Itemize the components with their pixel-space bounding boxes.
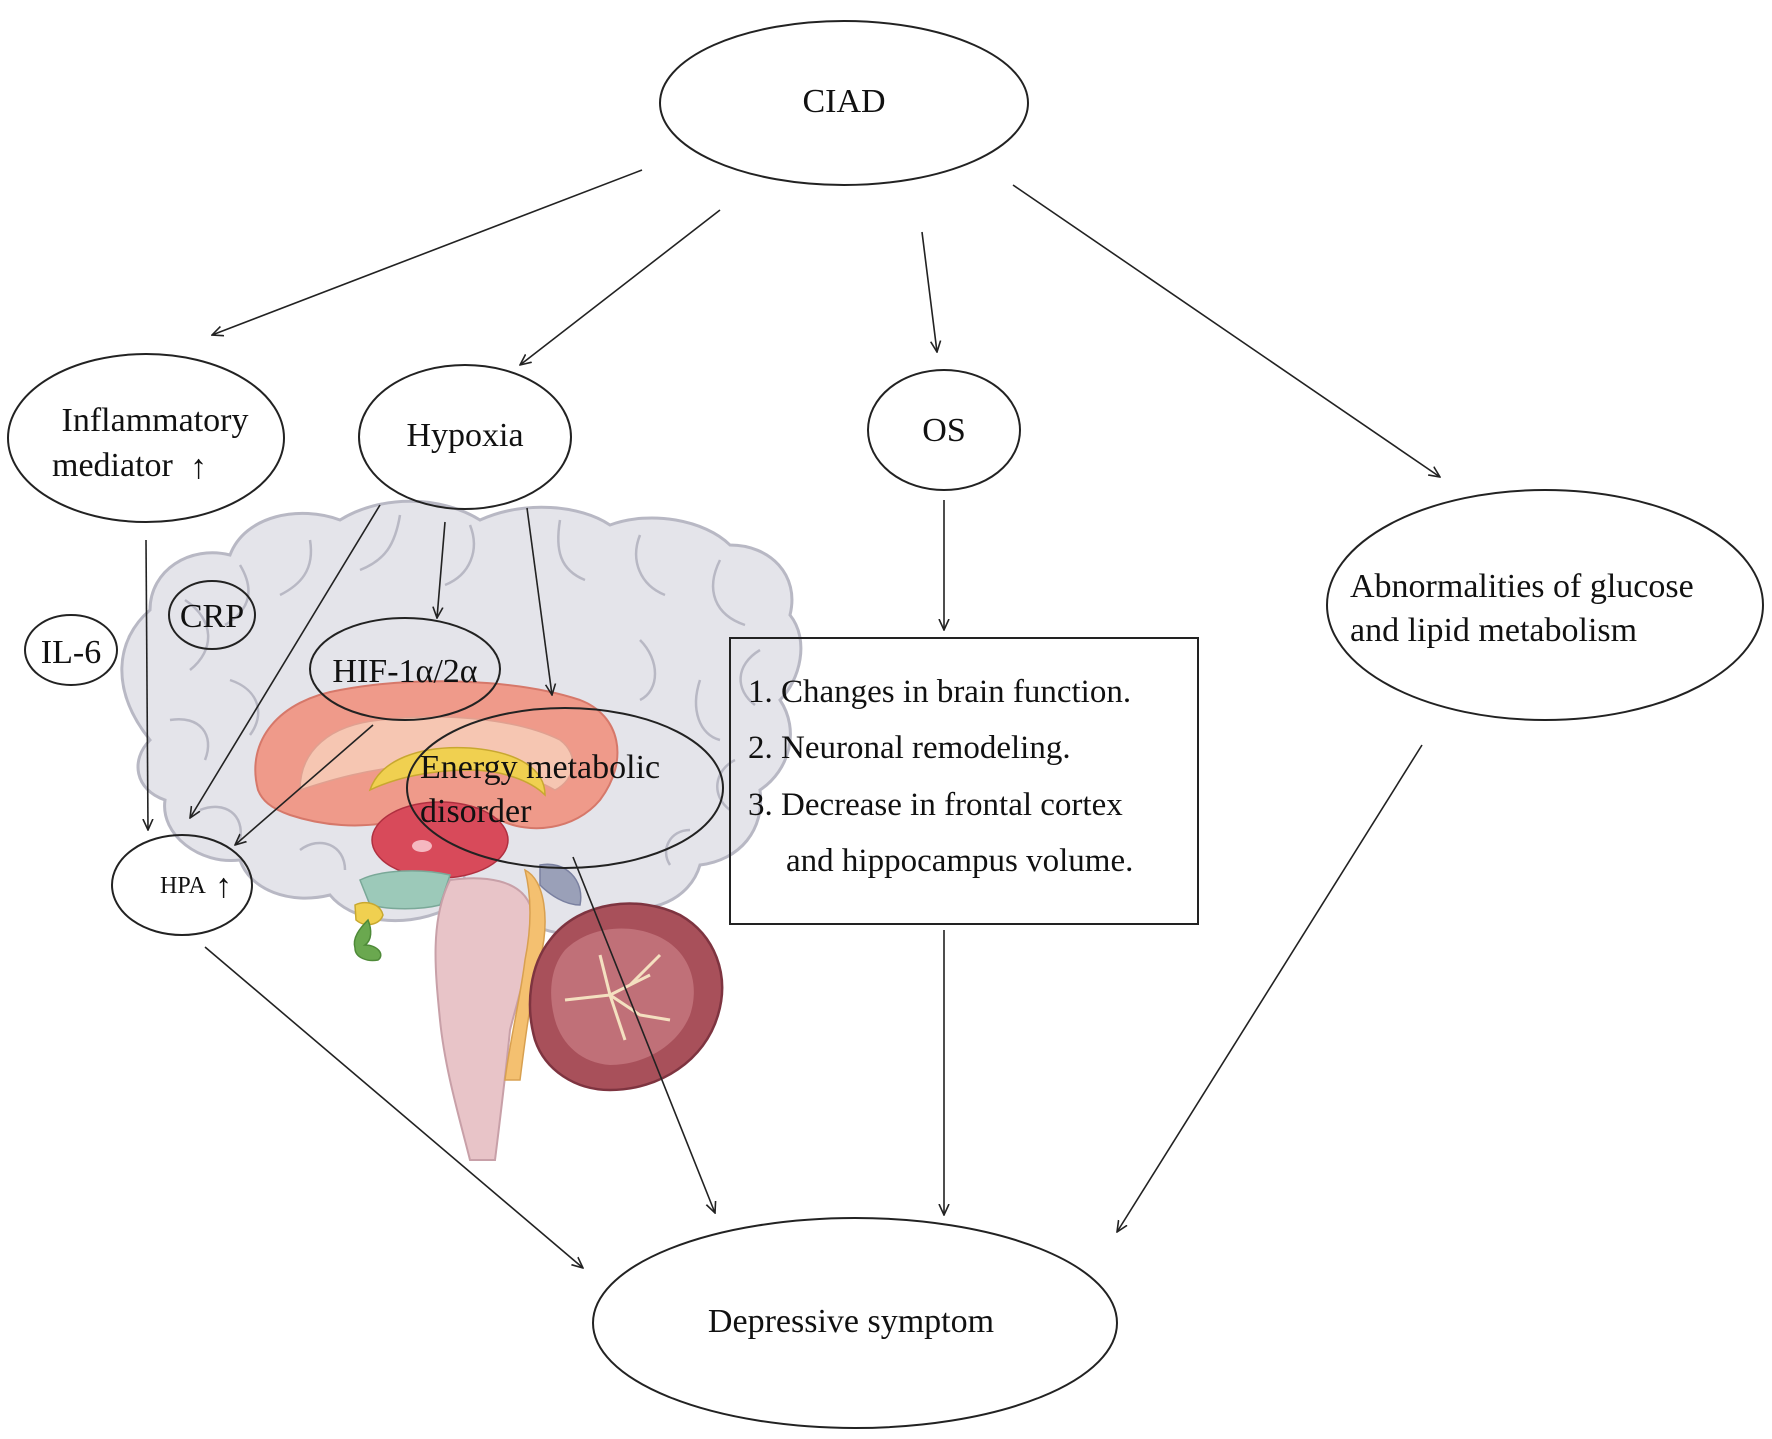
edge-ciad-abnormalities (1012, 184, 1440, 477)
label-inflammatory-line2: mediator (52, 447, 174, 484)
node-il6-ellipse (24, 614, 118, 686)
label-abnormalities-line2: and lipid metabolism (1350, 612, 1637, 649)
node-crp-ellipse (168, 580, 256, 650)
label-crp: CRP (180, 598, 244, 635)
edges (146, 169, 1440, 1268)
effects-box (729, 637, 1199, 925)
effects-item-1: 1. Changes in brain function. (748, 674, 1131, 710)
edge-hif-hpa (235, 724, 374, 845)
edge-ciad-os (921, 231, 937, 352)
pituitary-green (353, 918, 382, 962)
effects-item-3: 3. Decrease in frontal cortex (748, 787, 1123, 823)
hypothalamus (359, 870, 451, 910)
pituitary-yellow (354, 902, 384, 926)
label-hpa-arrow: ↑ (215, 868, 232, 905)
edge-ciad-hypoxia (520, 209, 721, 365)
edge-hypoxia-hif (437, 521, 446, 618)
node-energy-ellipse (406, 707, 724, 869)
node-abnormalities-ellipse (1326, 489, 1764, 721)
midbrain (539, 863, 582, 906)
edge-ciad-inflammatory (212, 169, 643, 335)
thalamus-highlight (412, 840, 432, 852)
label-depressive: Depressive symptom (708, 1303, 994, 1340)
node-hpa-ellipse (111, 834, 253, 936)
edge-hpa-depressive (204, 946, 583, 1268)
edge-hypoxia-energy (526, 507, 552, 695)
label-il6: IL-6 (41, 634, 101, 671)
fornix (368, 746, 546, 797)
label-abnormalities-line1: Abnormalities of glucose (1350, 568, 1694, 605)
arbor-vitae (564, 953, 671, 1041)
label-hpa: HPA (160, 873, 206, 899)
node-hif-ellipse (309, 617, 501, 721)
label-hif: HIF-1α/2α (332, 653, 477, 690)
cerebellum-inner (551, 928, 694, 1065)
label-energy-line2: disorder (420, 793, 532, 830)
label-ciad: CIAD (802, 83, 885, 120)
label-hypoxia: Hypoxia (406, 417, 523, 454)
edge-hypoxia-hpa (190, 504, 381, 818)
effects-item-4: and hippocampus volume. (786, 843, 1133, 879)
edge-abnormalities-depressive (1117, 744, 1423, 1232)
node-hypoxia-ellipse (358, 364, 572, 510)
label-energy-line1: Energy metabolic (420, 749, 660, 786)
node-os-ellipse (867, 369, 1021, 491)
node-depressive-ellipse (592, 1217, 1118, 1429)
edge-inflammatory-hpa (146, 539, 148, 830)
effects-item-2: 2. Neuronal remodeling. (748, 730, 1071, 766)
node-inflammatory-ellipse (7, 353, 285, 523)
label-inflammatory-arrow: ↑ (190, 449, 207, 486)
pons-edge (504, 868, 546, 1081)
label-os: OS (922, 412, 965, 449)
label-inflammatory-line1: Inflammatory (62, 402, 249, 439)
node-ciad-ellipse (659, 20, 1029, 186)
edge-energy-depressive (572, 856, 715, 1213)
brain-illustration (120, 499, 803, 1161)
